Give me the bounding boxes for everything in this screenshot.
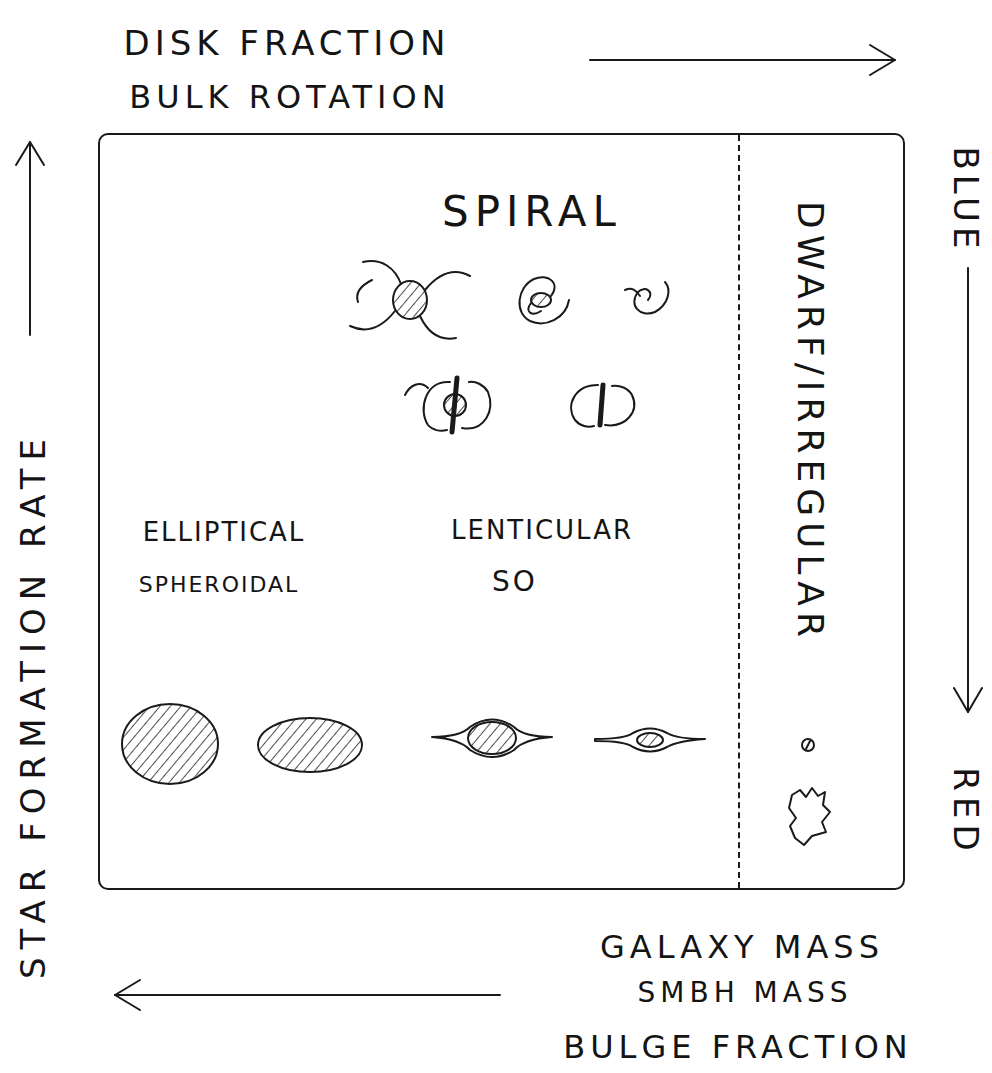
dwarf-region: DWARF/IRREGULAR: [738, 135, 905, 888]
elliptical-galaxy: [258, 718, 362, 772]
diagram-frame: SPIRAL ELLIPTICAL SPHEROIDAL LENTICULAR SO DW…: [98, 133, 905, 890]
spiral-galaxy: [625, 282, 668, 314]
class-heading: DWARF/IRREGULAR: [792, 201, 828, 643]
barred-spiral-galaxy: [405, 378, 490, 432]
axis-label: RED: [949, 767, 983, 856]
lenticular-galaxy: [432, 720, 552, 758]
axis-label: GALAXY MASS: [600, 931, 884, 963]
axis-arrow: [16, 142, 44, 335]
axis-label: SMBH MASS: [638, 979, 853, 1007]
axis-arrow: [115, 980, 500, 1010]
lenticular-galaxy: [595, 729, 705, 752]
dwarf-galaxy: [802, 739, 814, 751]
barred-spiral-galaxy: [571, 385, 634, 427]
axis-label: BULK ROTATION: [129, 81, 450, 113]
axis-arrow: [590, 45, 895, 75]
spiral-galaxy: [350, 261, 470, 339]
class-label: SO: [492, 568, 538, 596]
axis-label: DISK FRACTION: [123, 26, 450, 60]
axis-label: BULGE FRACTION: [563, 1031, 913, 1063]
class-heading: ELLIPTICAL: [143, 519, 306, 545]
class-heading: SPHEROIDAL: [139, 574, 300, 596]
class-heading: LENTICULAR: [451, 517, 633, 543]
axis-label: BLUE: [949, 147, 983, 254]
irregular-galaxy: [789, 788, 830, 845]
spiral-galaxy: [519, 277, 569, 323]
axis-arrow: [954, 268, 982, 712]
axis-label: STAR FORMATION RATE: [16, 431, 50, 979]
class-heading: SPIRAL: [442, 191, 622, 233]
elliptical-galaxy: [122, 704, 218, 784]
